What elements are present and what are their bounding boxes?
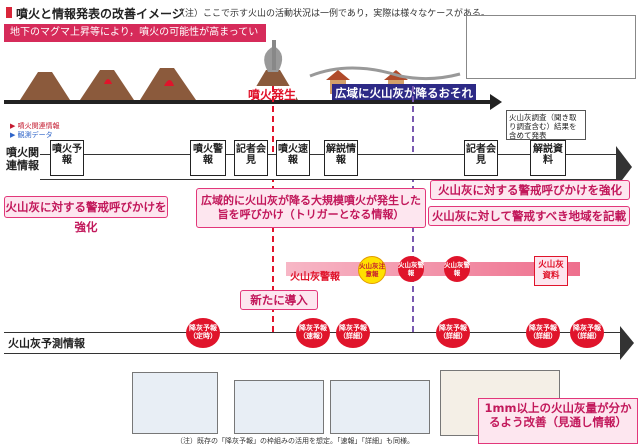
legend-red: ▶ 噴火関連情報 [10,122,60,130]
lane-ash-forecast: 火山灰予測情報 [8,337,85,350]
map-teiji [132,372,218,434]
card-yokoku: 噴火予報 [50,140,84,176]
card-eruption-alert: 噴火警報 [190,140,226,176]
magma-3 [164,80,174,86]
ash-survey-box: 火山灰調査（聞き取り調査含む）結果を含めて発表 [506,110,586,140]
legend-blue: ▶ 観測データ [10,131,53,139]
roof-1 [326,70,350,80]
callout-middle: 広域的に火山灰が降る大規模噴火が発生した旨を呼びかけ（トリガーとなる情報） [196,188,426,228]
callout-right-bottom: 火山灰に対して警戒すべき地域を記載 [428,206,630,226]
card-kisha-1: 記者会見 [234,140,268,176]
callout-new: 新たに導入 [240,290,318,310]
ash-chuui-badge: 火山灰注意報 [358,256,386,284]
lane-arrowhead-bottom [620,326,634,360]
ash-keiho-badge-2: 火山灰警報 [444,256,470,282]
card-kaisetsu: 解説情報 [324,140,358,176]
callout-left: 火山灰に対する警戒呼びかけを強化 [4,196,168,234]
forecast-sokuho: 降灰予報（速報） [296,318,330,348]
card-kisha-2: 記者会見 [464,140,498,176]
eruption-column [272,40,276,70]
timeline-arrowhead [490,94,502,110]
card-sokuho: 噴火速報 [276,140,310,176]
page-title: 噴火と情報発表の改善イメージ [6,5,184,22]
ash-alert-label: 火山灰警報 [290,272,340,283]
card-kaisetsu-2: 解説資料 [530,140,566,176]
forecast-shosai-3: 降灰予報（詳細） [526,318,560,348]
condition-box [466,15,636,79]
map-shosai-1 [330,380,430,434]
forecast-teiji: 降灰予報（定時） [186,318,220,348]
ash-keiho-badge-1: 火山灰警報 [398,256,424,282]
callout-bottom-right: 1mm以上の火山灰量が分かるよう改善（見通し情報） [478,398,638,444]
lane-arrowhead-top [616,146,632,188]
magma-banner: 地下のマグマ上昇等により，噴火の可能性が高まっている [4,24,266,56]
lane-eruption-info: 噴火関連情報 [6,146,39,172]
forecast-shosai-2: 降灰予報（詳細） [436,318,470,348]
callout-right-top: 火山灰に対する警戒呼びかけを強化 [430,180,630,200]
forecast-shosai-1: 降灰予報（詳細） [336,318,370,348]
scenario-note: （注）ここで示す火山の活動状況は一例であり，実際は様々なケースがある。 [176,9,490,19]
footnote: （注）既存の「降灰予報」の枠組みの活用を想定。「速報」「詳細」も同様。 [176,437,414,445]
phase-ash: 広域に火山灰が降るおそれ [332,84,476,102]
volcano-1 [20,72,70,100]
map-sokuho [234,380,324,434]
volcano-2 [80,70,134,100]
ash-material-card: 火山灰資料 [534,256,568,286]
magma-2 [104,79,112,84]
ash-cloud [309,66,461,81]
timeline-bar [4,100,494,104]
forecast-shosai-4: 降灰予報（詳細） [570,318,604,348]
volcano-illustrations [20,40,461,100]
